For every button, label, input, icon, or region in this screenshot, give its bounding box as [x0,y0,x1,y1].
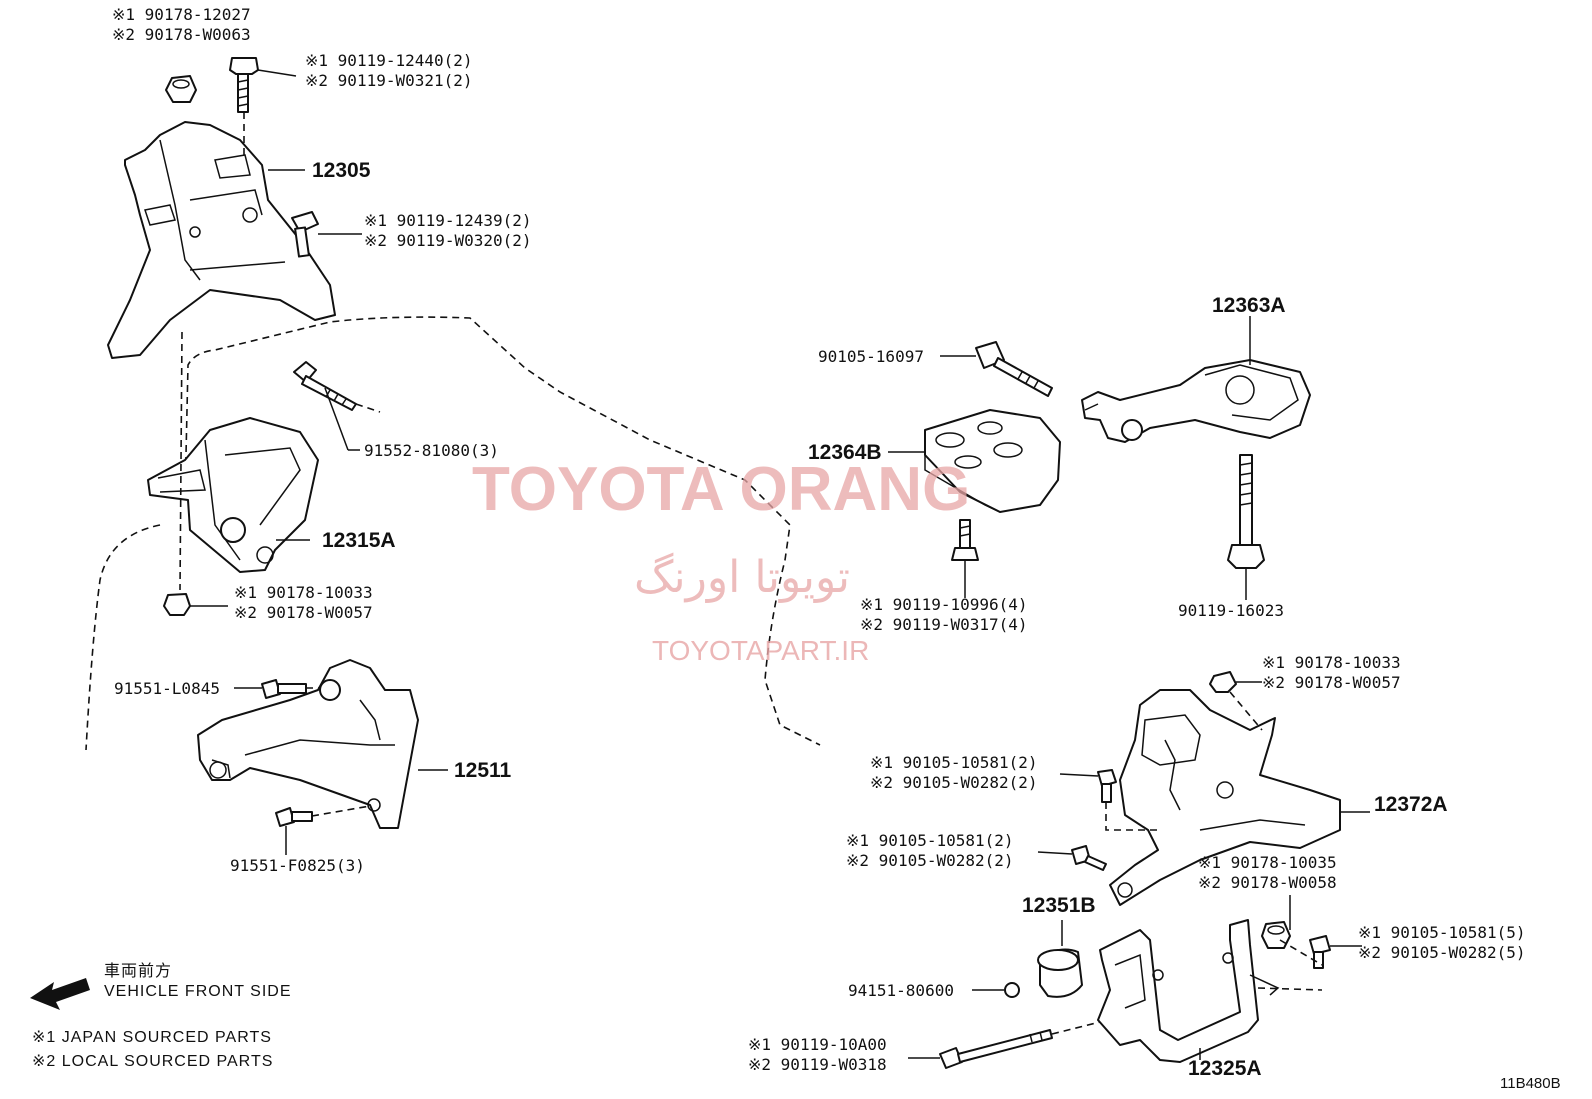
label-bolt-jp: ※1 90105-10581(2) [870,753,1038,772]
label-bolt-local: ※2 90105-W0282(2) [870,773,1038,792]
legend-japan: ※1 JAPAN SOURCED PARTS [32,1029,272,1046]
part-number: 12351B [1022,894,1096,917]
part-number: 91551-F0825(3) [230,856,365,875]
part-number: 91551-L0845 [114,679,220,698]
bolt-icon [291,211,319,258]
label-nut-local: ※2 90178-W0058 [1198,873,1337,892]
front-label-en: VEHICLE FRONT SIDE [104,983,292,1000]
torque-rod-12363A [1081,359,1311,443]
label-bolt-jp: ※1 90119-12439(2) [364,211,532,230]
bolt-icon [1227,454,1265,569]
leader-lines [190,69,1370,1060]
label-nut-jp: ※1 90178-12027 [112,5,251,24]
arrow-left-icon [30,978,90,1010]
diagram-code: 11B480B [1500,1075,1561,1092]
label-bolt-local: ※2 90119-W0317(4) [860,615,1028,634]
nut-icon [1209,671,1237,693]
bolt-icon [1097,769,1117,803]
part-number: 12372A [1374,793,1448,816]
watermark-title: TOYOTA ORANG [472,455,970,524]
label-bolt-local: ※2 90119-W0320(2) [364,231,532,250]
label-bolt-local: ※2 90119-W0321(2) [305,71,473,90]
clip-icon [1004,982,1020,998]
label-bolt-jp: ※1 90105-10581(2) [846,831,1014,850]
label-nut-local: ※2 90178-W0063 [112,25,251,44]
part-labels: ※1 90178-12027 ※2 90178-W0063 ※1 90119-1… [112,5,1526,1080]
label-bolt-local: ※2 90119-W0318 [748,1055,887,1074]
part-number: 91552-81080(3) [364,441,499,460]
bolt-icon [975,341,1053,397]
part-number: 94151-80600 [848,981,954,1000]
label-bolt-jp: ※1 90105-10581(5) [1358,923,1526,942]
watermark-url: TOYOTAPART.IR [652,635,869,666]
legend-local: ※2 LOCAL SOURCED PARTS [32,1053,273,1070]
bolt-icon [1071,845,1107,871]
label-bolt-jp: ※1 90119-10996(4) [860,595,1028,614]
label-bolt-local: ※2 90105-W0282(2) [846,851,1014,870]
label-nut-local: ※2 90178-W0057 [1262,673,1401,692]
bracket-12325A [1097,919,1280,1063]
bolt-icon [229,57,259,113]
label-nut-jp: ※1 90178-10033 [234,583,373,602]
nut-icon [165,75,197,103]
engine-outline-left [85,524,161,751]
watermark: TOYOTA ORANG تویوتا اورنگ TOYOTAPART.IR [472,455,970,666]
watermark-persian: تویوتا اورنگ [634,552,850,603]
label-bolt-local: ※2 90105-W0282(5) [1358,943,1526,962]
engine-mount-bracket-12315A [147,417,319,573]
part-number: 90105-16097 [818,347,924,366]
part-number: 12364B [808,441,882,464]
front-label-jp: 車両前方 [104,962,172,980]
bolt-icon [293,361,357,411]
part-number: 12363A [1212,294,1286,317]
part-number: 12305 [312,159,371,182]
label-nut-jp: ※1 90178-10035 [1198,853,1337,872]
cushion-12351B [1037,948,1083,998]
part-number: 12511 [454,759,512,782]
part-number: 90119-16023 [1178,601,1284,620]
part-number: 12325A [1188,1057,1262,1080]
bolt-icon [939,1029,1053,1069]
bolt-icon [1309,935,1331,969]
part-number: 12315A [322,529,396,552]
bolt-icon [951,519,979,561]
nut-icon [163,593,191,616]
label-nut-local: ※2 90178-W0057 [234,603,373,622]
engine-outline [184,316,821,746]
bracket-12511 [197,659,419,829]
bolt-icon [275,807,313,827]
engine-mount-12372A [1109,689,1341,906]
mount-block-12364B [924,409,1061,513]
bolt-icon [261,679,307,699]
engine-mount-12305 [107,121,336,359]
label-bolt-jp: ※1 90119-10A00 [748,1035,887,1054]
nut-icon [1261,921,1291,949]
label-bolt-jp: ※1 90119-12440(2) [305,51,473,70]
front-indicator: 車両前方 VEHICLE FRONT SIDE [30,962,292,1010]
label-nut-jp: ※1 90178-10033 [1262,653,1401,672]
